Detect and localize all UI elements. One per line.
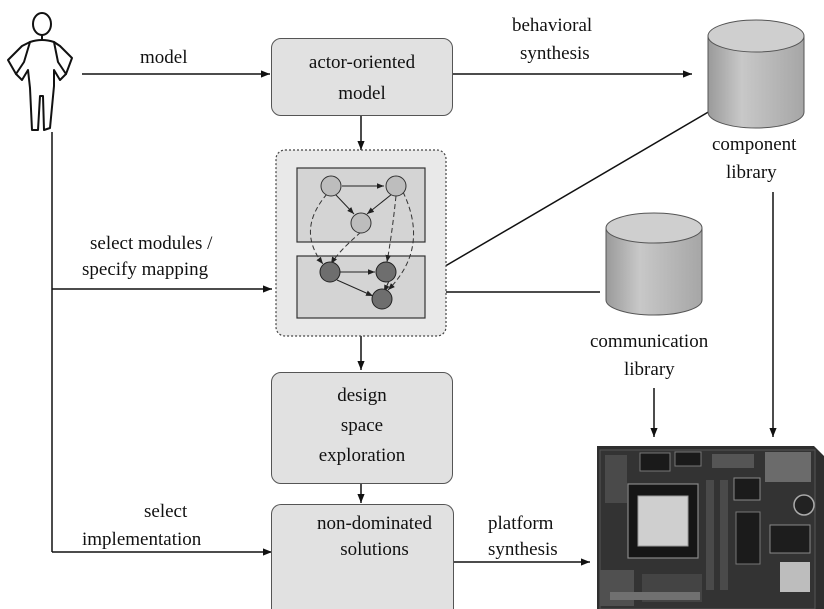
implementation-label: implementation xyxy=(82,529,202,550)
dse-line-2: space xyxy=(340,415,384,436)
design-space-exploration-box: design space exploration xyxy=(271,372,453,484)
solutions-line-1: non-dominated xyxy=(316,513,433,534)
mapping-panel xyxy=(275,149,447,337)
dse-line-1: design xyxy=(337,385,387,406)
select-label: select xyxy=(144,501,188,522)
communication-library-cylinder-icon xyxy=(605,212,703,316)
dse-line-3: exploration xyxy=(318,445,406,466)
user-figure-icon xyxy=(7,12,73,131)
solutions-line-2: solutions xyxy=(340,539,409,560)
synthesis-label: synthesis xyxy=(520,43,590,64)
behavioral-label: behavioral xyxy=(512,15,593,36)
resource-node xyxy=(371,288,393,310)
specify-mapping-label: specify mapping xyxy=(82,259,209,280)
actor-oriented-model-box: actor-oriented model xyxy=(271,38,453,116)
platform-synthesis-label: synthesis xyxy=(488,539,558,560)
task-node xyxy=(320,175,342,197)
actor-model-line-1: actor-oriented xyxy=(308,52,416,73)
communication-label: communication xyxy=(590,331,709,352)
component-library-arrow xyxy=(429,103,723,276)
platform-label: platform xyxy=(488,513,554,534)
component-library-cylinder-icon xyxy=(707,19,805,129)
communication-library-label: library xyxy=(624,359,675,380)
non-dominated-solutions-box: non-dominated solutions xyxy=(271,504,454,609)
resource-node xyxy=(375,261,397,283)
actor-model-line-2: model xyxy=(338,83,386,104)
select-modules-label: select modules / xyxy=(90,233,213,254)
circuit-board-image xyxy=(597,446,824,609)
component-library-label: library xyxy=(726,162,777,183)
task-node xyxy=(350,212,372,234)
component-label: component xyxy=(712,134,797,155)
task-node xyxy=(385,175,407,197)
resource-node xyxy=(319,261,341,283)
model-label: model xyxy=(140,47,188,68)
architecture-graph-layer xyxy=(296,255,426,319)
